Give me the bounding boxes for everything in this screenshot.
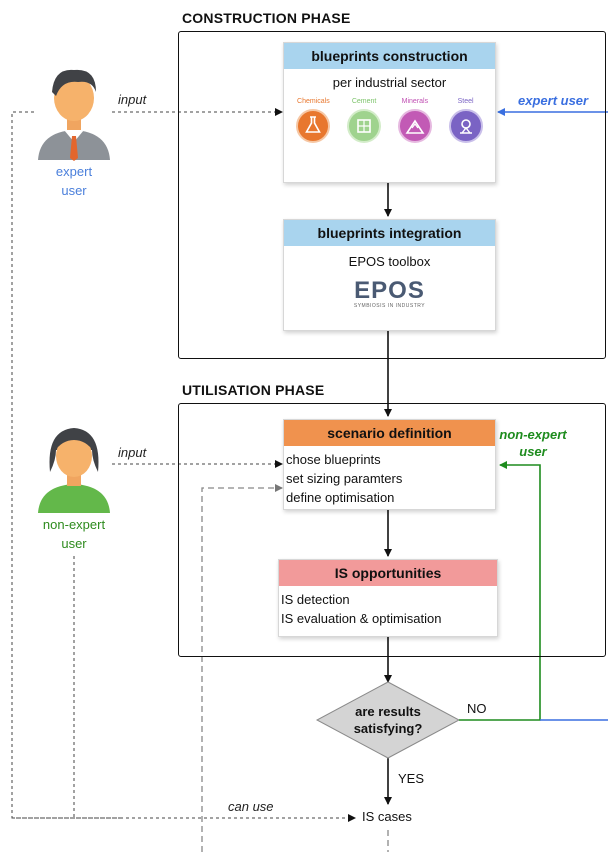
- utilisation-phase-frame: [178, 403, 606, 657]
- non-expert-feedback-line1: non-expert: [499, 427, 567, 442]
- expert-user-line1: expert: [55, 164, 93, 179]
- construction-phase-frame: [178, 31, 606, 359]
- expert-user-line2: user: [61, 183, 87, 198]
- list-item: set sizing paramters: [286, 471, 403, 486]
- non-expert-feedback-line2: user: [519, 444, 547, 459]
- list-item: chose blueprints: [286, 452, 381, 467]
- non-expert-user-avatar: [34, 420, 114, 515]
- blueprints-construction-header: blueprints construction: [284, 43, 495, 69]
- non-expert-feedback-label: non-expert user: [498, 426, 568, 460]
- blueprints-construction-subtitle: per industrial sector: [332, 75, 447, 90]
- scenario-definition-header: scenario definition: [284, 420, 495, 446]
- input-label-non-expert: input: [118, 445, 147, 460]
- list-item: IS detection: [281, 592, 350, 607]
- sector-icons-row: Chemicals Cement Minerals Steel: [284, 98, 495, 143]
- flask-icon: [296, 109, 331, 143]
- input-label-expert: input: [118, 92, 147, 107]
- construction-phase-title: CONSTRUCTION PHASE: [182, 10, 351, 26]
- is-opportunities-list: IS detection IS evaluation & optimisatio…: [279, 590, 497, 628]
- scenario-definition-list: chose blueprints set sizing paramters de…: [284, 450, 495, 507]
- epos-logo: EPOS SYMBIOSIS IN INDUSTRY: [284, 277, 495, 310]
- decision-text: are results satisfying?: [338, 703, 438, 737]
- steel-icon: [448, 109, 483, 143]
- sector-label: Minerals: [401, 98, 429, 105]
- expert-user-label: expert user: [34, 162, 114, 200]
- is-opportunities-header: IS opportunities: [279, 560, 497, 586]
- epos-logo-caption: SYMBIOSIS IN INDUSTRY: [353, 303, 426, 309]
- sector-label: Steel: [457, 98, 474, 105]
- decision-yes-label: YES: [398, 771, 425, 786]
- non-expert-user-line1: non-expert: [42, 517, 106, 532]
- epos-logo-text: EPOS: [354, 277, 425, 304]
- male-user-icon: [38, 69, 110, 161]
- sector-cement: Cement: [342, 98, 386, 143]
- minerals-icon: [397, 109, 432, 143]
- non-expert-user-label: non-expert user: [22, 515, 126, 553]
- is-opportunities-card: IS opportunities IS detection IS evaluat…: [278, 559, 498, 637]
- blueprints-integration-subtitle: EPOS toolbox: [348, 254, 431, 269]
- blueprints-integration-card: blueprints integration EPOS toolbox EPOS…: [283, 219, 496, 331]
- decision-line1: are results: [355, 704, 421, 719]
- decision-line2: satisfying?: [353, 721, 423, 736]
- sector-label: Chemicals: [297, 98, 330, 105]
- arrow-iscases-loop-to-scenario: [201, 484, 283, 852]
- non-expert-user-line2: user: [61, 536, 87, 551]
- sector-minerals: Minerals: [393, 98, 437, 143]
- expert-user-avatar: [34, 62, 114, 162]
- decision-diamond: [315, 681, 461, 759]
- female-user-icon: [38, 428, 110, 513]
- arrow-no-to-scenario: [459, 461, 541, 721]
- sector-steel: Steel: [444, 98, 488, 143]
- decision-no-label: NO: [467, 701, 487, 716]
- cement-icon: [347, 109, 382, 143]
- sector-label: Cement: [351, 98, 377, 105]
- list-item: define optimisation: [286, 490, 395, 505]
- scenario-definition-card: scenario definition chose blueprints set…: [283, 419, 496, 510]
- sector-chemicals: Chemicals: [291, 98, 335, 143]
- can-use-label: can use: [228, 799, 274, 814]
- is-cases-label: IS cases: [362, 809, 412, 824]
- utilisation-phase-title: UTILISATION PHASE: [182, 382, 325, 398]
- expert-user-feedback-label: expert user: [518, 93, 589, 108]
- blueprints-construction-card: blueprints construction per industrial s…: [283, 42, 496, 183]
- blueprints-integration-header: blueprints integration: [284, 220, 495, 246]
- list-item: IS evaluation & optimisation: [281, 611, 442, 626]
